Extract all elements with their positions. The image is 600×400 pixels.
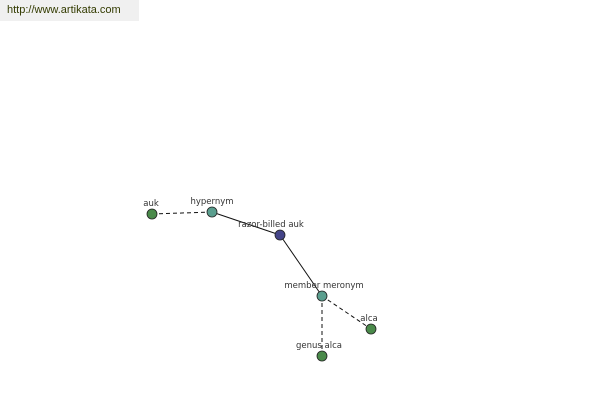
node-label-genus-alca: genus alca xyxy=(296,341,342,351)
node-auk[interactable]: auk xyxy=(143,199,159,220)
node-member-meronym[interactable]: member meronym xyxy=(284,281,364,302)
edge-auk-to-hypernym xyxy=(151,211,213,215)
source-url-link[interactable]: http://www.artikata.com xyxy=(0,0,139,21)
node-circle-genus-alca[interactable] xyxy=(316,350,328,362)
node-circle-auk[interactable] xyxy=(146,208,158,220)
node-hypernym[interactable]: hypernym xyxy=(190,197,234,218)
node-label-alca: alca xyxy=(360,314,377,324)
node-razor-billed-auk[interactable]: razor-billed auk xyxy=(238,220,304,241)
nodes-layer: auk hypernym razor-billed auk member merony… xyxy=(143,197,378,362)
node-genus-alca[interactable]: genus alca xyxy=(296,341,342,362)
node-alca[interactable]: alca xyxy=(360,314,378,335)
node-circle-alca[interactable] xyxy=(365,323,377,335)
edges-layer xyxy=(151,211,372,356)
node-label-razor-billed-auk: razor-billed auk xyxy=(238,220,304,230)
node-label-auk: auk xyxy=(143,199,159,209)
edge-hypernym-to-razor-billed-auk xyxy=(211,211,281,236)
node-label-member-meronym: member meronym xyxy=(284,281,363,291)
node-label-hypernym: hypernym xyxy=(190,197,233,207)
node-circle-hypernym[interactable] xyxy=(206,206,218,218)
node-circle-member-meronym[interactable] xyxy=(316,290,328,302)
node-circle-razor-billed-auk[interactable] xyxy=(274,229,286,241)
edge-razor-billed-auk-to-member-meronym xyxy=(279,234,323,297)
edge-member-meronym-to-alca xyxy=(321,295,372,330)
